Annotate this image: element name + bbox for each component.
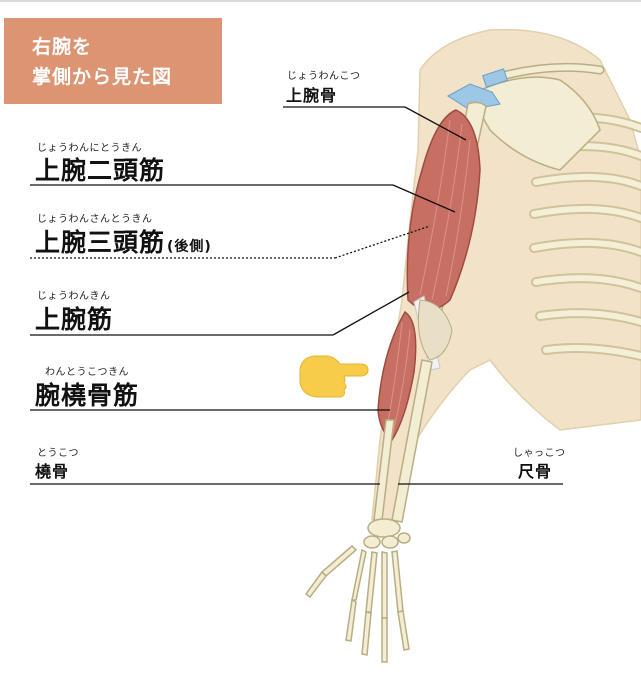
humerus-ruby: じょうわんこつ xyxy=(287,71,361,82)
triceps-label-text: 上腕三頭筋 xyxy=(35,228,166,257)
shoulder-cartilage xyxy=(447,83,501,111)
title-line-1: 右腕を xyxy=(32,36,93,58)
ulna-bone xyxy=(391,359,433,523)
scapula xyxy=(468,76,601,171)
title-box: 右腕を 掌側から見た図 xyxy=(4,18,222,104)
elbow-joint xyxy=(417,299,453,361)
ulna-ruby: しゃっこつ xyxy=(513,448,566,459)
triceps-ruby: じょうわんさんとうきん xyxy=(37,214,153,225)
brachialis-ruby: じょうわんきん xyxy=(37,291,111,302)
radius-ruby: とうこつ xyxy=(37,448,79,459)
ulna-label: 尺骨 xyxy=(518,462,553,481)
triceps-label: 上腕三頭筋(後側) xyxy=(35,223,212,259)
pointing-hand-icon xyxy=(299,355,369,398)
hand-bones xyxy=(304,518,411,663)
top-border xyxy=(0,0,641,2)
biceps-ruby: じょうわんにとうきん xyxy=(37,143,142,154)
triceps-note: (後側) xyxy=(167,239,212,255)
shoulder-cartilage-2 xyxy=(482,68,508,88)
brachioradialis-ruby: わんとうこつきん xyxy=(45,367,129,378)
humerus-label: 上腕骨 xyxy=(286,86,338,105)
brachialis-label: 上腕筋 xyxy=(35,305,114,334)
biceps-label: 上腕二頭筋 xyxy=(35,156,166,185)
radius-label: 橈骨 xyxy=(35,462,70,481)
brachioradialis-label: 腕橈骨筋 xyxy=(35,381,140,410)
title-line-2: 掌側から見た図 xyxy=(32,66,173,88)
